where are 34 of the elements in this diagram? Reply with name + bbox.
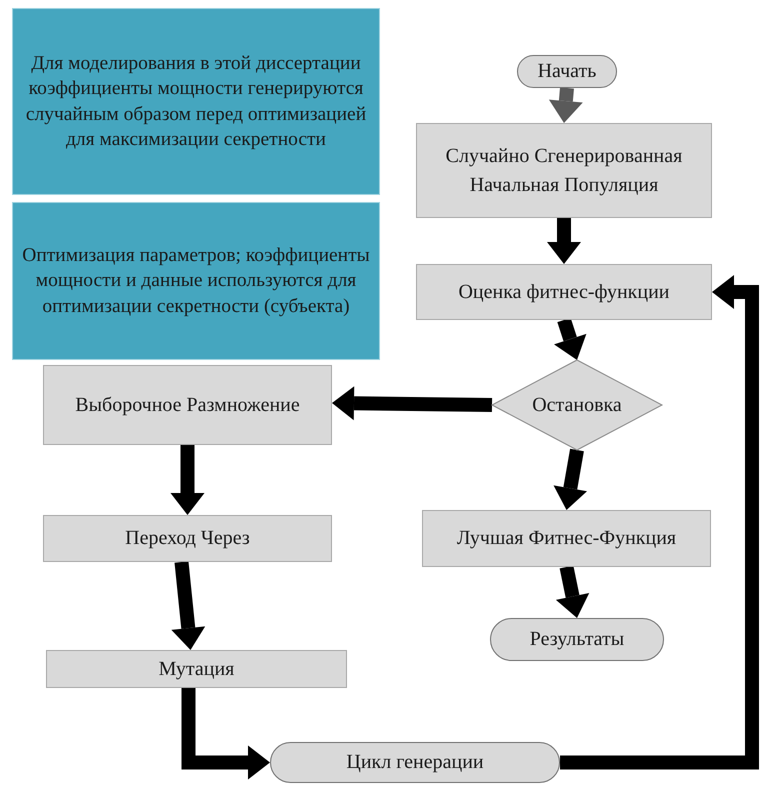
terminal-box xyxy=(517,55,617,88)
process-box xyxy=(43,515,332,562)
process-box xyxy=(416,123,712,218)
process-box xyxy=(43,365,332,445)
arrow xyxy=(182,688,270,780)
arrow xyxy=(547,218,581,264)
arrow xyxy=(170,445,204,515)
node-label: Оптимизация параметров; коэффициенты мощности и данные используются для оптимизации секретности (субъекта) xyxy=(21,244,371,319)
terminal-box xyxy=(490,618,664,661)
process-box xyxy=(46,650,347,688)
node-label: Остановка xyxy=(532,392,622,418)
node-label: Результаты xyxy=(530,627,624,652)
arrow xyxy=(171,561,206,650)
node-label: Для моделирования в этой диссертации коэффициенты мощности генерируются случайным образом перед оптимизацией для максимизации секретности xyxy=(24,52,368,152)
process-box xyxy=(416,264,712,320)
node-label: Цикл генерации xyxy=(346,750,484,775)
node-label: Переход Через xyxy=(125,526,250,551)
arrow xyxy=(548,87,583,123)
arrow xyxy=(554,318,586,360)
node-label: Выборочное Размножение xyxy=(75,392,300,418)
note-box xyxy=(12,202,380,360)
node-label: Оценка фитнес-функции xyxy=(458,280,670,304)
arrow xyxy=(560,275,759,770)
arrow xyxy=(332,386,492,420)
node-label: Лучшая Фитнес-Функция xyxy=(456,526,676,551)
process-box xyxy=(422,510,711,567)
terminal-box xyxy=(270,742,560,783)
arrow xyxy=(556,566,590,618)
node-label: Случайно Сгенерированная Начальная Популяция xyxy=(444,144,684,198)
node-label: Мутация xyxy=(158,656,234,682)
node-label: Начать xyxy=(538,59,596,84)
decision-diamond xyxy=(492,360,662,450)
arrow xyxy=(554,448,588,510)
note-box xyxy=(12,8,380,195)
